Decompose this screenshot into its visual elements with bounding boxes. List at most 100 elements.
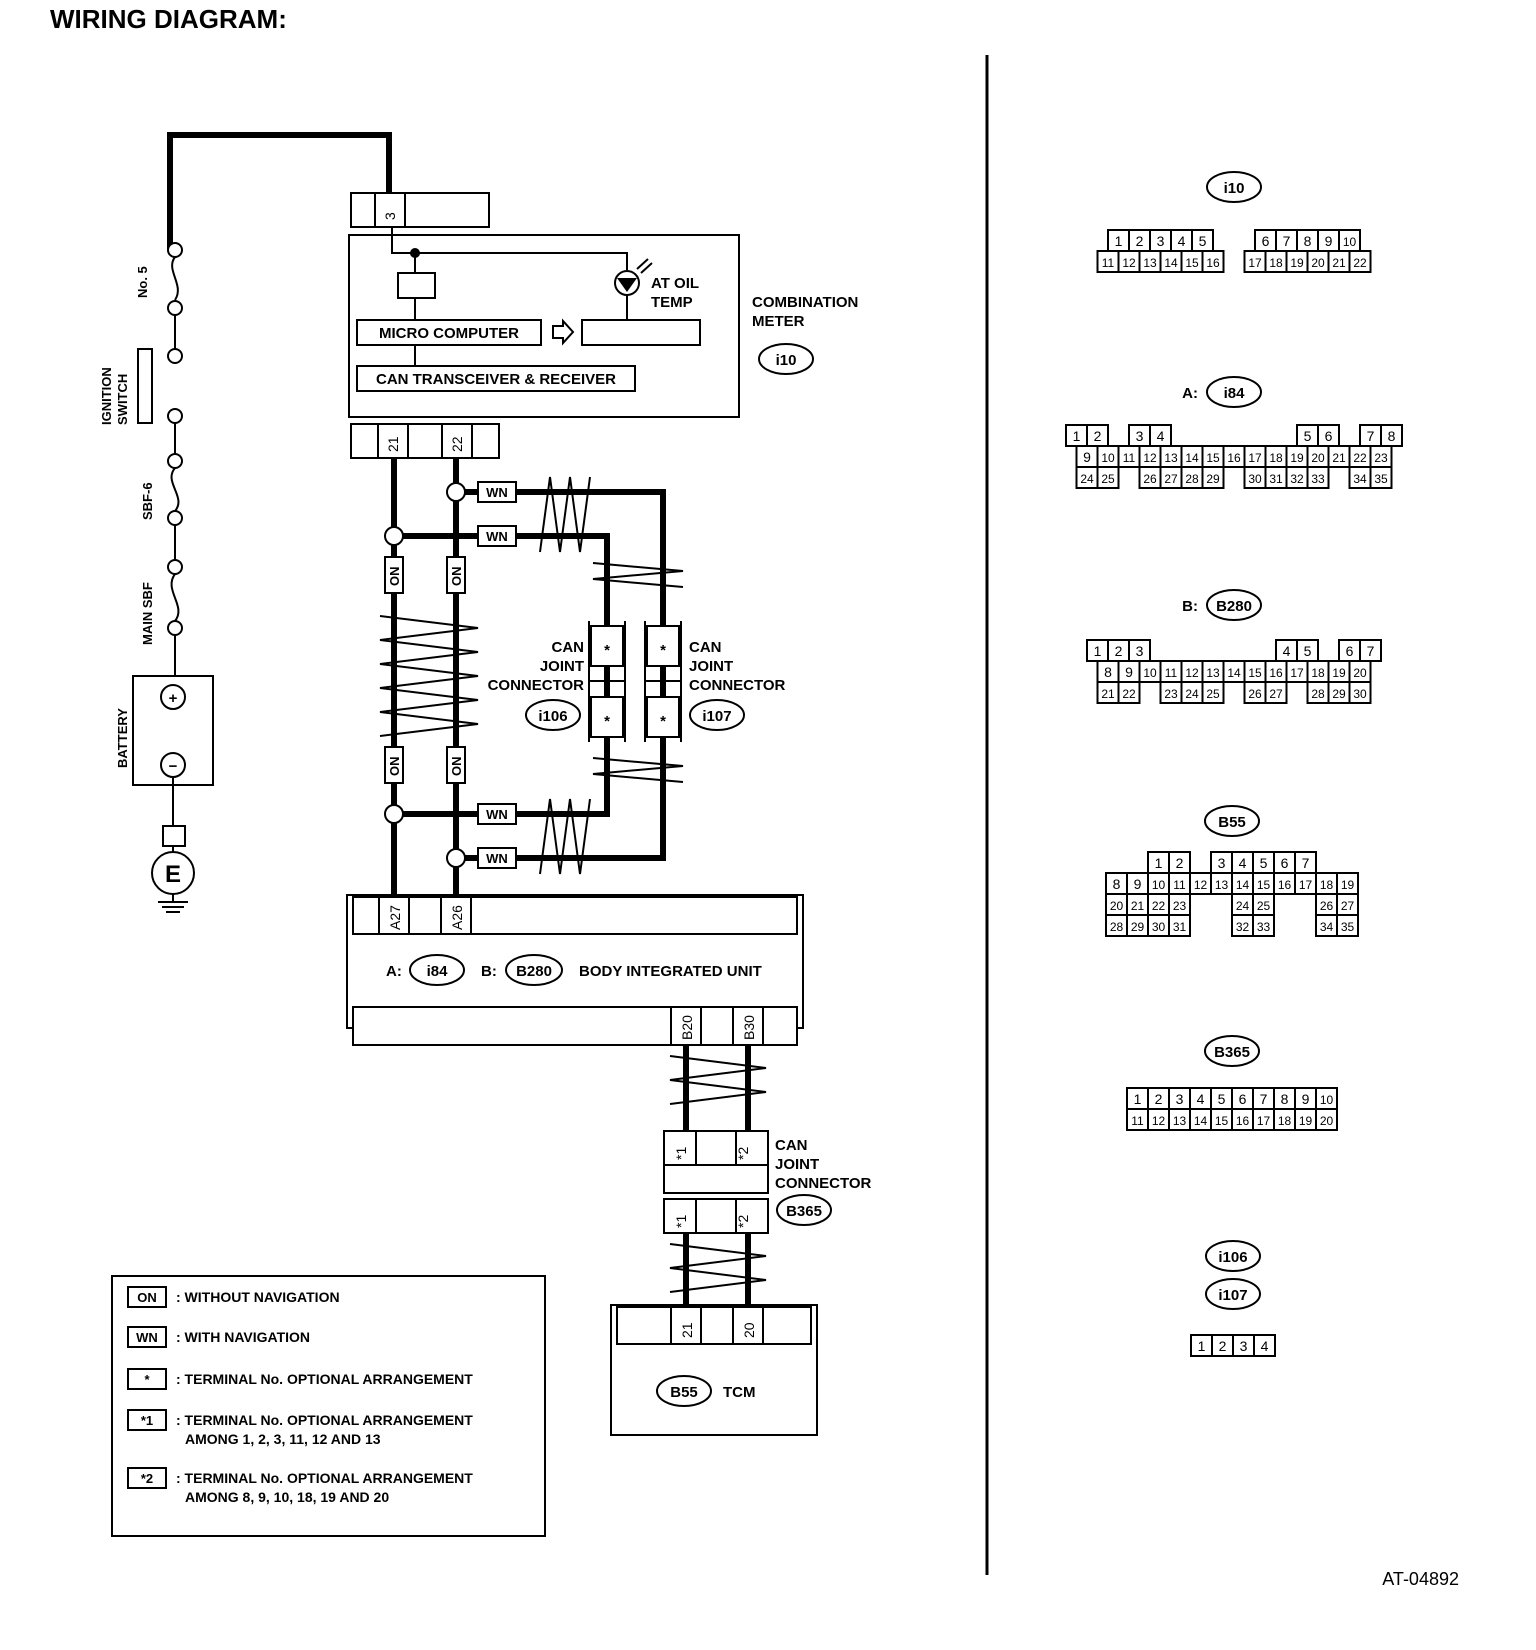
svg-text:8: 8 xyxy=(1304,233,1312,249)
battery-plus-terminal xyxy=(160,684,186,710)
svg-text:30: 30 xyxy=(1248,472,1262,486)
svg-text:5: 5 xyxy=(1260,855,1268,871)
svg-text:20: 20 xyxy=(1311,451,1325,465)
svg-text:25: 25 xyxy=(1206,687,1220,701)
svg-text:15: 15 xyxy=(1215,1114,1229,1128)
svg-text:21: 21 xyxy=(1101,687,1115,701)
biu-label: BODY INTEGRATED UNIT xyxy=(579,963,762,980)
ignition-switch-label-line2: SWITCH xyxy=(115,374,130,425)
svg-text:14: 14 xyxy=(1236,878,1250,892)
svg-text:35: 35 xyxy=(1374,472,1388,486)
svg-text:33: 33 xyxy=(1311,472,1325,486)
biu-connector-top xyxy=(352,896,798,935)
svg-text:10: 10 xyxy=(1143,666,1157,680)
svg-text:A:: A: xyxy=(1182,385,1198,402)
svg-text:CAN: CAN xyxy=(689,639,722,656)
svg-text:29: 29 xyxy=(1131,920,1145,934)
svg-text:23: 23 xyxy=(1374,451,1388,465)
svg-text:16: 16 xyxy=(1236,1114,1250,1128)
svg-text:10: 10 xyxy=(1152,878,1166,892)
svg-text:18: 18 xyxy=(1269,451,1283,465)
main-sbf-label: MAIN SBF xyxy=(140,582,155,645)
svg-text:i107: i107 xyxy=(702,708,731,725)
svg-text:CONNECTOR: CONNECTOR xyxy=(775,1175,872,1192)
main-sbf-link xyxy=(170,573,180,622)
svg-text:27: 27 xyxy=(1164,472,1178,486)
svg-text:i107: i107 xyxy=(1218,1287,1247,1304)
svg-text:13: 13 xyxy=(1164,451,1178,465)
svg-text:3: 3 xyxy=(1218,855,1226,871)
svg-text:31: 31 xyxy=(1173,920,1187,934)
svg-text:11: 11 xyxy=(1165,666,1178,680)
svg-text:3: 3 xyxy=(1136,643,1144,659)
tag-on-bottom-right: ON xyxy=(446,746,466,784)
svg-text:6: 6 xyxy=(1262,233,1270,249)
legend-text: : WITHOUT NAVIGATION xyxy=(176,1289,340,1305)
svg-text:4: 4 xyxy=(1197,1091,1205,1107)
svg-text:i10: i10 xyxy=(1224,180,1245,197)
micro-computer-box xyxy=(356,319,542,346)
svg-text:20: 20 xyxy=(1353,666,1367,680)
combination-meter-label-line2: METER xyxy=(752,313,805,330)
svg-text:CAN: CAN xyxy=(775,1137,808,1154)
svg-text:14: 14 xyxy=(1227,666,1241,680)
meter-terminal-3: 3 xyxy=(382,212,398,220)
connector-view-i106: i106 xyxy=(1205,1240,1261,1272)
svg-text:JOINT: JOINT xyxy=(540,658,584,675)
legend-text: AMONG 1, 2, 3, 11, 12 AND 13 xyxy=(185,1431,381,1447)
svg-text:2: 2 xyxy=(1115,643,1123,659)
svg-text:JOINT: JOINT xyxy=(689,658,733,675)
connector-b55-badge xyxy=(656,1375,712,1407)
svg-text:21: 21 xyxy=(1332,256,1346,270)
sbf6-label: SBF-6 xyxy=(140,482,155,520)
svg-text:B280: B280 xyxy=(516,963,552,980)
svg-text:13: 13 xyxy=(1215,878,1229,892)
svg-text:15: 15 xyxy=(1248,666,1262,680)
tag-wn-2: WN xyxy=(477,525,517,547)
at-oil-temp-label-line1: AT OIL xyxy=(651,275,699,292)
svg-text:B55: B55 xyxy=(670,1384,698,1401)
svg-text:22: 22 xyxy=(1152,899,1166,913)
svg-text:22: 22 xyxy=(1122,687,1136,701)
svg-text:33: 33 xyxy=(1257,920,1271,934)
legend-key: ON xyxy=(137,1290,157,1305)
splice-wn-2 xyxy=(384,526,404,546)
svg-text:1: 1 xyxy=(1155,855,1163,871)
biu-terminal-b30: B30 xyxy=(741,1015,757,1040)
svg-text:15: 15 xyxy=(1206,451,1220,465)
svg-text:*1: *1 xyxy=(673,1215,689,1228)
svg-text:7: 7 xyxy=(1367,643,1375,659)
svg-text:28: 28 xyxy=(1185,472,1199,486)
meter-terminal-22: 22 xyxy=(449,436,465,452)
svg-text:35: 35 xyxy=(1341,920,1355,934)
ignition-switch-symbol xyxy=(137,348,153,424)
connector-i84-badge xyxy=(409,954,465,986)
svg-text:1: 1 xyxy=(1115,233,1123,249)
svg-text:19: 19 xyxy=(1290,256,1304,270)
svg-text:*: * xyxy=(660,642,666,659)
svg-text:18: 18 xyxy=(1269,256,1283,270)
at-oil-temp-indicator-box xyxy=(581,319,701,346)
svg-text:7: 7 xyxy=(1260,1091,1268,1107)
legend-text: : TERMINAL No. OPTIONAL ARRANGEMENT xyxy=(176,1412,473,1428)
svg-text:8: 8 xyxy=(1104,664,1112,680)
svg-text:5: 5 xyxy=(1304,428,1312,444)
svg-text:12: 12 xyxy=(1143,451,1157,465)
legend-item: *: TERMINAL No. OPTIONAL ARRANGEMENT xyxy=(127,1368,473,1390)
meter-connector-top xyxy=(350,192,490,228)
svg-text:5: 5 xyxy=(1199,233,1207,249)
ignition-switch-terminal-top xyxy=(167,348,183,364)
svg-text:i106: i106 xyxy=(1218,1249,1247,1266)
svg-text:22: 22 xyxy=(1353,256,1367,270)
svg-text:CAN: CAN xyxy=(552,639,585,656)
svg-text:26: 26 xyxy=(1143,472,1157,486)
page-title: WIRING DIAGRAM: xyxy=(50,4,287,34)
sbf6-link xyxy=(170,467,180,512)
svg-text:24: 24 xyxy=(1080,472,1094,486)
svg-text:24: 24 xyxy=(1185,687,1199,701)
svg-text:4: 4 xyxy=(1157,428,1165,444)
